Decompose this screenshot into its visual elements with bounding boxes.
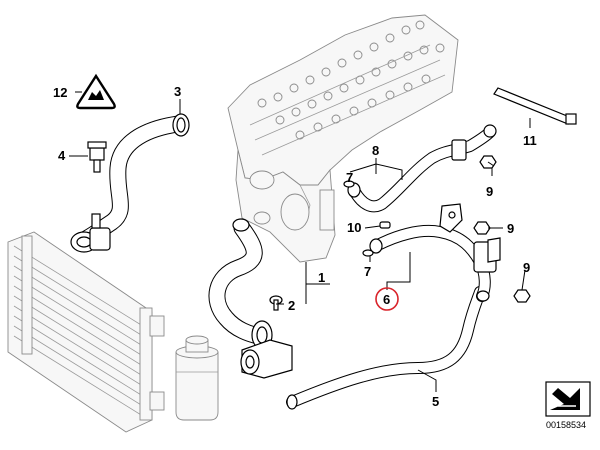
- callout-7-upper: 7: [346, 170, 353, 185]
- bolt-9-middle: [473, 221, 491, 235]
- callout-8: 8: [372, 143, 379, 158]
- callout-2: 2: [288, 298, 295, 313]
- callout-10: 10: [347, 220, 361, 235]
- hose-bracket: [439, 203, 501, 263]
- expansion-tank: [175, 335, 219, 421]
- engine-block: [227, 14, 459, 263]
- diagram-id-badge: [545, 381, 591, 417]
- pump-outlet: [240, 339, 293, 379]
- hose-5: [286, 286, 486, 410]
- clip-10: [379, 221, 391, 229]
- thermostat-housing: [70, 213, 111, 253]
- highlight-circle-6: [375, 287, 399, 311]
- callout-5: 5: [432, 394, 439, 409]
- valve-cover-bosses: [257, 20, 445, 140]
- bolt-9-upper: [479, 155, 497, 169]
- hose-1: [208, 218, 273, 350]
- diagram-number: 00158534: [546, 420, 586, 430]
- screw-2: [269, 295, 283, 311]
- hose-6: [369, 225, 497, 302]
- bolt-9-lower: [513, 289, 531, 303]
- radiator: [7, 231, 165, 433]
- o-ring-lower: [362, 249, 374, 257]
- hose-8: [347, 124, 497, 213]
- callout-3: 3: [174, 84, 181, 99]
- callout-9-upper: 9: [486, 184, 493, 199]
- cable-tie-11: [493, 87, 577, 125]
- callout-12: 12: [53, 85, 67, 100]
- callout-9-middle: 9: [507, 221, 514, 236]
- o-ring-upper: [343, 180, 355, 188]
- temperature-sensor-4: [87, 141, 107, 173]
- callout-11: 11: [523, 133, 537, 148]
- leader-lines: [69, 91, 531, 392]
- callout-9-lower: 9: [523, 260, 530, 275]
- callout-4: 4: [58, 148, 66, 163]
- warning-label-12: [76, 73, 116, 110]
- callout-6: 6: [383, 292, 390, 307]
- callout-7-lower: 7: [364, 264, 371, 279]
- callout-1: 1: [318, 270, 325, 285]
